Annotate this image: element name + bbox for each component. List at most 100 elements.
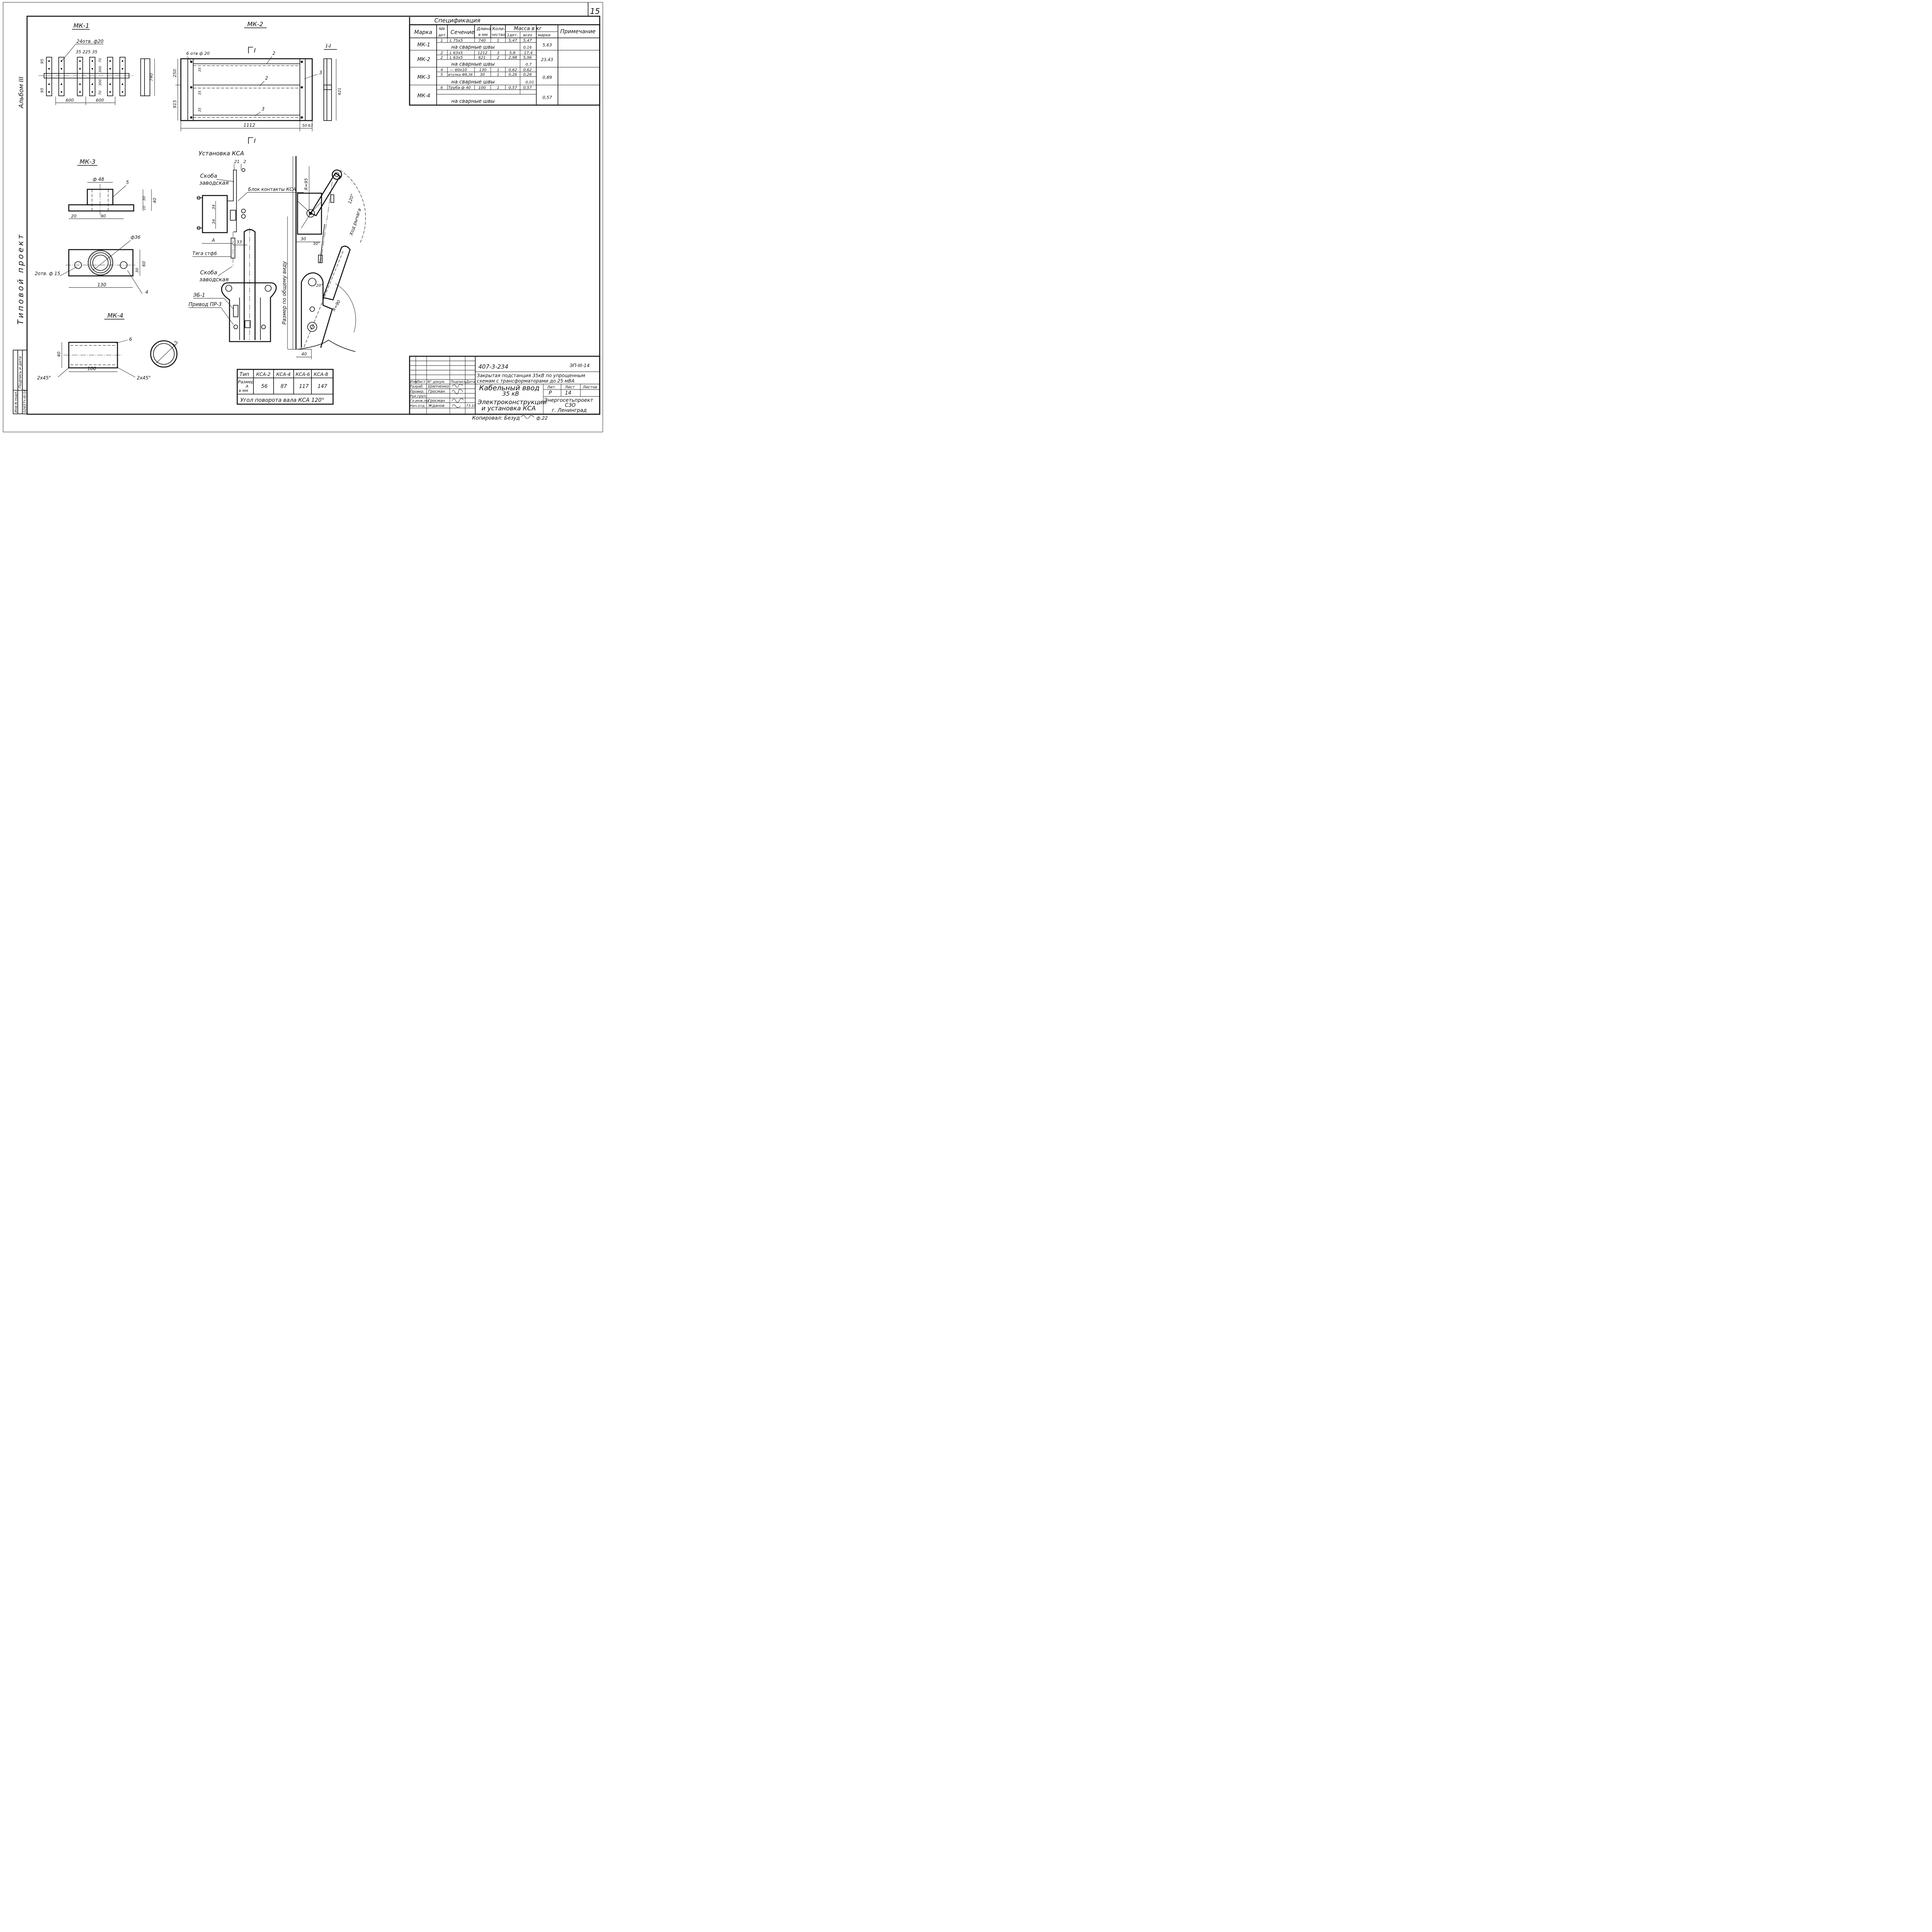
stamp-n4: Гросман [428, 399, 445, 403]
mk2-d621: 621 [338, 88, 342, 95]
install-dA: А [211, 238, 215, 243]
stamp-list-h: Лист [565, 385, 575, 389]
view-mk2: МК-2 I I 6 отв ф 20 2 2 3 3 35 35 35 [172, 20, 342, 145]
mk1-d95b: 95 [40, 88, 44, 93]
stamp-title3: Электроконструкции [477, 398, 547, 406]
mk2-d50: 50 [302, 124, 307, 128]
install-skoba1b: заводская [199, 180, 229, 186]
ksa-type-8: КСА-8 [314, 372, 328, 377]
stamp-org2: СЗО [565, 403, 576, 408]
spec-r6-dl: 30 [480, 73, 485, 77]
install-d34b: 34 [212, 219, 216, 224]
mk2-title: МК-2 [247, 20, 263, 28]
spec-r3-kol: 2 [497, 56, 499, 60]
spec-r0-sech: L 75х5 [450, 39, 463, 43]
stamp-n1: Шапченко [428, 384, 449, 389]
install-skoba2b: заводская [199, 277, 229, 283]
view-mk3: МК-3 ф 48 5 30 10 40 20 90 ф36 2отв. ф 1… [35, 158, 157, 295]
mk1-d600a: 600 [66, 98, 74, 103]
spec-r5-kol: 1 [497, 68, 499, 72]
install-razmer: Размер по общему виду [282, 261, 287, 325]
ksa-type-4: КСА-4 [276, 372, 291, 377]
stamp-format: ф.22 [536, 415, 548, 421]
spec-r5-marka: МК-3 [417, 75, 430, 80]
install-d40: 40 [301, 352, 307, 357]
main-frame [26, 15, 600, 415]
stamp-title4: и установка КСА [481, 405, 536, 412]
mk1-top-dims: 35 225 35 [76, 49, 97, 54]
spec-r2-sech: L 63х5 [450, 51, 463, 55]
spec-r0-kol: 1 [497, 39, 499, 43]
stamp-lit-h: Лит. [547, 385, 556, 389]
ksa-val-2: 56 [261, 384, 268, 389]
stamp-r3: Рук.груп. [410, 395, 427, 398]
spec-table: Спецификация Марка NN дет. Сечение Длина… [409, 17, 600, 106]
spec-r2-m1: 5,8 [509, 51, 515, 55]
stamp-r2: Провер. [410, 390, 424, 394]
spec-h-m3: марки [538, 33, 551, 37]
mk1-holes: 24отв. ф20 [77, 39, 104, 44]
stamp-desc1: Закрытая подстанция 35кВ по упрощенным [477, 373, 585, 378]
mk3-d40: 40 [152, 198, 157, 203]
spec-r5-nn: 4 [440, 68, 443, 72]
install-a30: 30° [313, 242, 320, 246]
mk3-holes: 2отв. ф 15 [35, 271, 60, 276]
mk2-d1112: 1112 [243, 122, 255, 128]
project-type-label: Типовой проект [16, 233, 25, 325]
spec-r8-m1: 0,57 [509, 86, 517, 90]
drawing-sheet: 1 5 Альбом III Типовой проект Подпись и д… [3, 2, 603, 432]
spec-r3-nn: 2 [440, 56, 443, 60]
mk2-p2b: 2 [265, 75, 268, 81]
mk2-p3a: 3 [262, 106, 265, 112]
ksa-val-4: 87 [281, 384, 287, 389]
install-d2: 2 [243, 159, 246, 164]
spec-r6-sech: втулка Ф8,36 [448, 73, 473, 77]
album-label: Альбом III [17, 77, 25, 109]
spec-r3-m1: 2,98 [509, 56, 517, 60]
mk4-d100: 100 [87, 366, 96, 371]
stamp-listov-h: Листов [582, 385, 597, 389]
ksa-val-6: 117 [299, 384, 309, 389]
stamp-n5: Жданов [428, 404, 444, 408]
spec-r0-mk: 5,63 [543, 43, 552, 48]
mk3-d30: 30 [142, 196, 146, 201]
spec-r4-m2: 0,7 [526, 63, 532, 67]
section-title: I-I [326, 43, 331, 49]
mk2-p3b: 3 [319, 70, 322, 75]
mk3-d10: 10 [143, 206, 146, 210]
install-privod: Привод ПР-3 [189, 302, 222, 308]
mk3-p4: 4 [145, 289, 148, 295]
stamp-h-list: Лист [416, 380, 426, 384]
spec-r2-m2: 17,4 [524, 51, 532, 55]
spec-r8-m2: 0,57 [523, 86, 532, 90]
spec-r1-m2: 0,16 [523, 46, 532, 50]
stamp-desc2: схемам с трансформаторами до 25 мВА [477, 378, 575, 384]
spec-r8-mk: 0,57 [543, 95, 552, 100]
inv-signature-date: Подпись и дата [18, 356, 22, 388]
mk2-d63: 63 [308, 124, 313, 128]
install-d30: 30 [301, 236, 306, 242]
stamp-sheet-code: ЭП-III-14 [569, 363, 590, 368]
ksa-head-size-a: А [245, 384, 248, 389]
stamp-r1: Разраб. [410, 385, 423, 389]
mk2-d250: 250 [172, 69, 177, 77]
spec-r5-sech: — 60х10 [450, 68, 467, 72]
spec-r7-m2: 0,01 [526, 80, 534, 85]
install-r90: R=90 [331, 299, 342, 312]
install-a20: 20° [316, 284, 323, 288]
install-d34a: 34 [212, 204, 216, 209]
mk3-d36: ф36 [131, 235, 141, 240]
spec-r0-nn: 1 [440, 39, 443, 43]
spec-r1-weld: на сварные швы [451, 44, 495, 50]
stamp-list: 14 [565, 390, 571, 396]
spec-r6-nn: 5 [440, 73, 443, 77]
spec-r2-kol: 3 [497, 51, 499, 55]
ksa-note: Угол поворота вала КСА 120° [240, 397, 324, 403]
mk1-d300a: 300 [99, 66, 102, 73]
inv-number-value: 02657т-III-16 [23, 389, 27, 413]
spec-r5-m2: 0,62 [523, 68, 532, 72]
spec-r8-kol: 1 [497, 86, 499, 90]
view-mk4: МК-4 6 40 100 2х45° 2х45° 2,5 [37, 312, 179, 381]
spec-r2-mk: 23,43 [541, 57, 553, 62]
mk2-d915: 915 [172, 100, 177, 108]
